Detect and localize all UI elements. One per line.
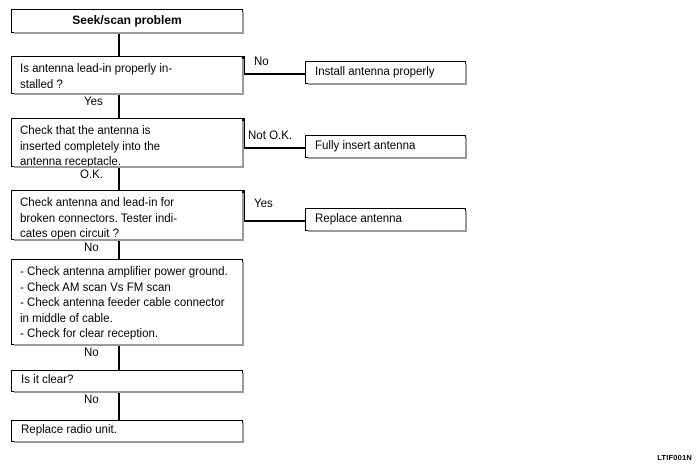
connector-checks-to-q4 (118, 345, 120, 370)
node-label-end: Replace radio unit. (21, 424, 117, 437)
connector-q4-to-end (118, 392, 120, 420)
connector-q1-to-q2 (118, 94, 120, 118)
connector-q3-to-checks (118, 240, 120, 259)
node-a3: Replace antenna (305, 208, 467, 232)
connector-q2-to-q3 (118, 167, 120, 190)
edge-label-q2-not-ok: Not O.K. (246, 130, 295, 143)
node-label-q1: Is antenna lead-in properly in- stalled … (20, 63, 173, 91)
node-q2: Check that the antenna is inserted compl… (11, 118, 244, 168)
figure-id-code: LTIF001N (657, 453, 692, 462)
node-label-a1: Install antenna properly (315, 65, 435, 78)
node-end: Replace radio unit. (11, 420, 244, 443)
edge-label-q3-yes: Yes (252, 198, 275, 211)
node-label-q4: Is it clear? (21, 374, 74, 387)
connector-q1-to-a1 (243, 56, 245, 73)
edge-label-q3-no: No (82, 242, 101, 255)
node-label-a2: Fully insert antenna (315, 139, 416, 152)
connector-q3-to-a3 (243, 190, 245, 220)
connector-q2-to-a2 (243, 118, 245, 147)
node-a2: Fully insert antenna (305, 135, 467, 159)
node-label-start: Seek/scan problem (72, 13, 182, 28)
connector-q1-to-a1-arm (243, 73, 305, 75)
node-q1: Is antenna lead-in properly in- stalled … (11, 56, 244, 95)
node-a1: Install antenna properly (305, 61, 467, 85)
edge-label-q1-yes: Yes (82, 96, 105, 109)
edge-label-q2-ok: O.K. (78, 169, 106, 182)
node-label-checks: - Check antenna amplifier power ground. … (20, 266, 228, 340)
node-label-q3: Check antenna and lead-in for broken con… (20, 197, 178, 240)
node-start: Seek/scan problem (11, 9, 244, 34)
node-q3: Check antenna and lead-in for broken con… (11, 190, 244, 241)
node-label-q2: Check that the antenna is inserted compl… (20, 125, 160, 168)
node-label-a3: Replace antenna (315, 212, 402, 225)
connector-q3-to-a3-arm (243, 220, 305, 222)
edge-label-checks-no: No (82, 347, 101, 360)
node-checks: - Check antenna amplifier power ground. … (11, 259, 244, 346)
connector-q2-to-a2-arm (243, 147, 305, 149)
edge-label-q1-no: No (252, 56, 271, 69)
connector-start-to-q1 (118, 33, 120, 56)
edge-label-q4-no: No (82, 394, 101, 407)
node-q4: Is it clear? (11, 370, 244, 393)
